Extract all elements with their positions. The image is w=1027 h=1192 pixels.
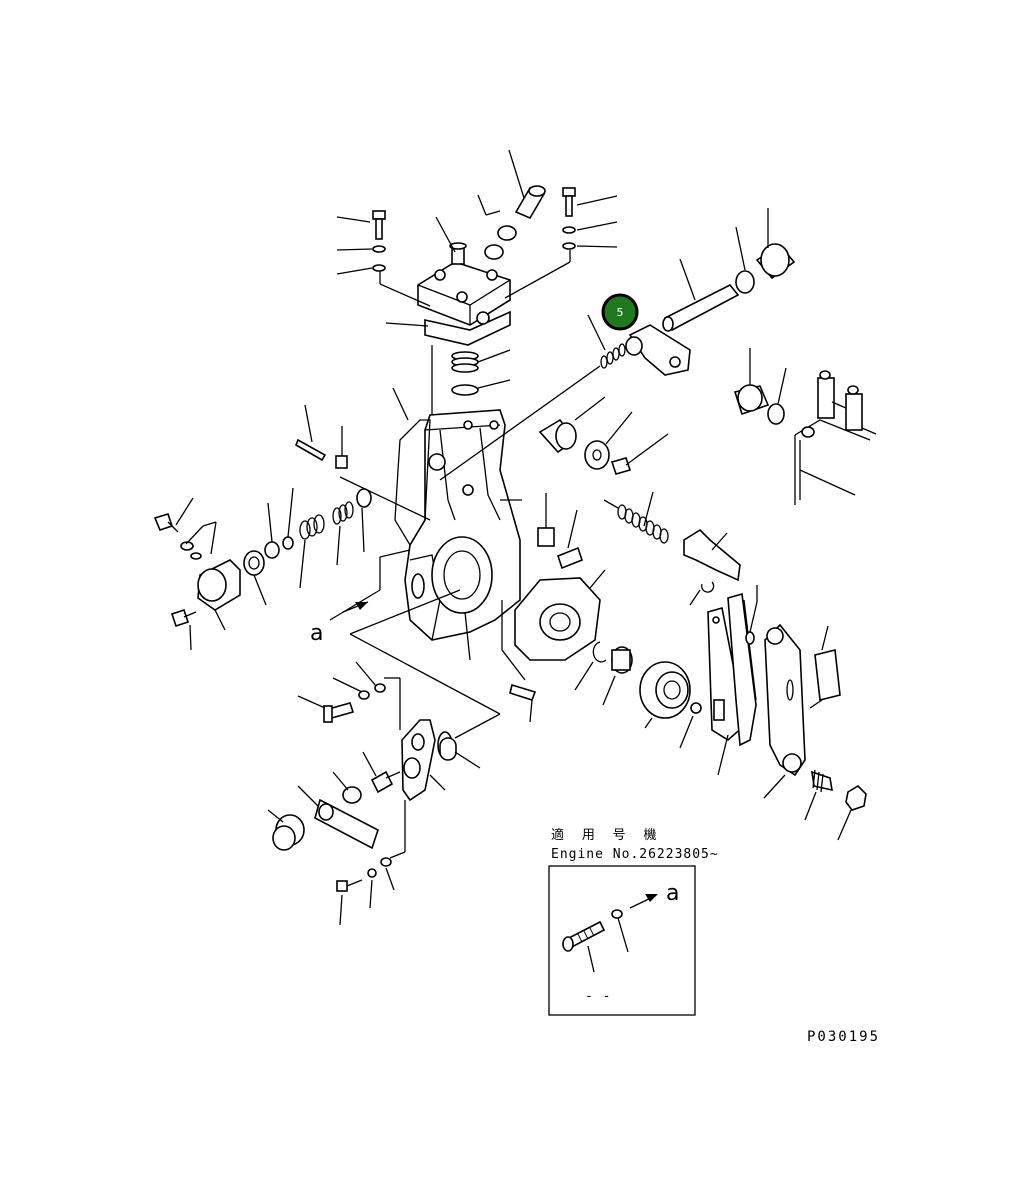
ref-arrow-main: a xyxy=(310,601,369,646)
callout-number: 5 xyxy=(617,306,624,319)
center-lower-parts xyxy=(439,396,702,769)
inset-ref-letter: a xyxy=(666,881,679,906)
right-lower-parts xyxy=(603,491,867,841)
main-ref-letter: a xyxy=(310,621,323,646)
top-left-bolts xyxy=(336,210,386,275)
inset-title-jp: 適 用 号 機 xyxy=(551,827,661,843)
drawing-code: P030195 xyxy=(807,1029,880,1045)
inset-engine-label: Engine No.26223805~ xyxy=(551,847,719,862)
linkage-lines xyxy=(339,476,501,739)
callout-marker-5[interactable]: 5 xyxy=(601,293,639,331)
top-cover-assembly xyxy=(379,216,571,346)
inset-dash-label: - - xyxy=(585,989,611,1004)
left-spring-set xyxy=(153,404,411,651)
top-right-bolts xyxy=(562,187,618,250)
inset-applicability-box: 適 用 号 機 Engine No.26223805~ a - - xyxy=(548,827,719,1016)
lower-left-parts xyxy=(267,661,453,926)
upper-bolt-washer xyxy=(477,149,546,260)
governor-housing xyxy=(392,387,526,681)
cover-spring-oring xyxy=(431,345,511,420)
upper-right-parts xyxy=(439,208,877,505)
